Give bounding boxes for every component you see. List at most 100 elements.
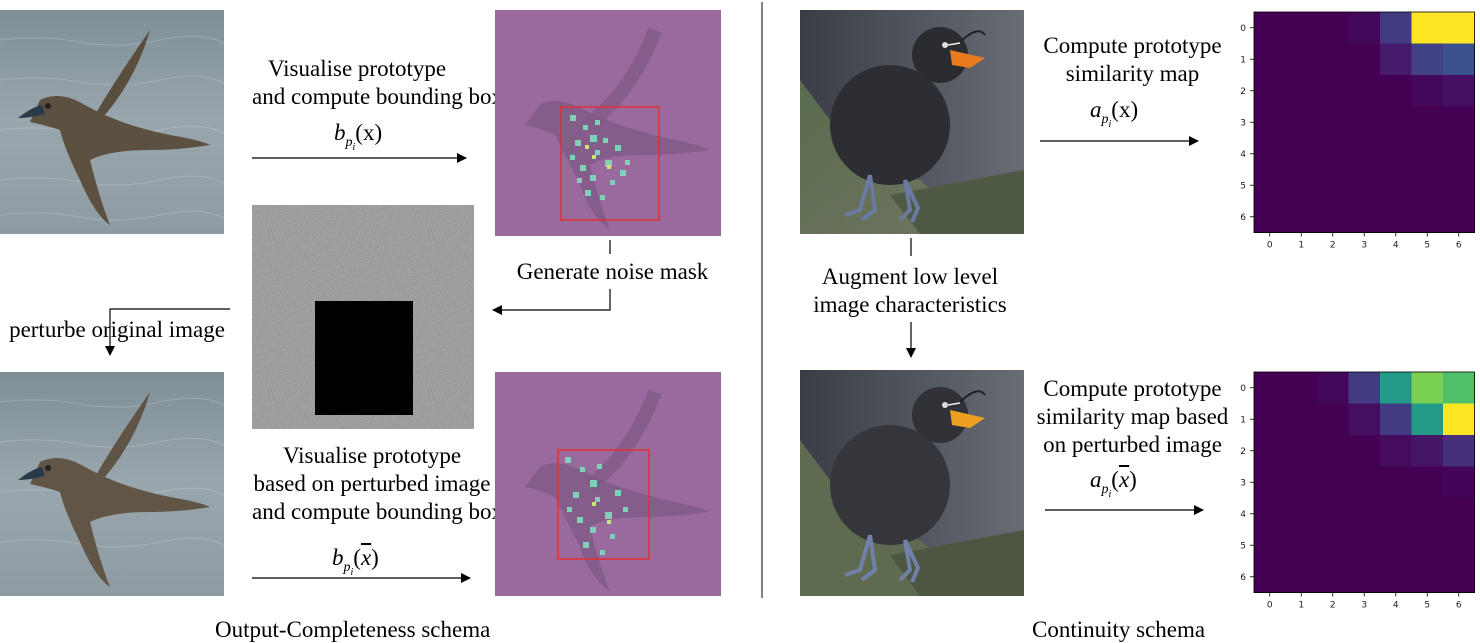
heatmap-original-cell-4-0 <box>1254 138 1286 170</box>
heatmap-original-cell-0-0 <box>1254 12 1286 44</box>
heatmap-original-cell-3-5 <box>1411 106 1444 139</box>
right-step1-label-line-1: Compute prototype <box>1043 33 1222 58</box>
heatmap-perturbed-cell-5-0 <box>1254 529 1286 562</box>
heatmap-perturbed-cell-2-2 <box>1317 435 1349 467</box>
heatmap-original-ytick-label-3: 3 <box>1240 118 1246 128</box>
heatmap-perturbed-cell-3-3 <box>1348 466 1381 499</box>
heatmap-perturbed-cell-6-1 <box>1285 561 1318 593</box>
step4-label-line-2: based on perturbed image <box>253 471 491 496</box>
heatmap-original-cell-6-4 <box>1380 201 1412 233</box>
heatmap-original-xtick-label-5: 5 <box>1424 241 1430 251</box>
heatmap-original-cell-1-4 <box>1380 43 1412 76</box>
heatmap-original-cell-4-6 <box>1443 138 1475 170</box>
prototype-visualisation-perturbed-image <box>495 372 721 596</box>
right-step2-label-line-1: Compute prototype <box>1043 376 1222 401</box>
heatmap-original-cell-3-0 <box>1254 106 1286 139</box>
heatmap-original-cell-3-1 <box>1285 106 1318 139</box>
heatmap-original-xtick-label-0: 0 <box>1267 241 1273 251</box>
heatmap-perturbed-xtick-label-1: 1 <box>1298 601 1304 611</box>
step3-label: perturbe original image <box>9 317 225 342</box>
heatmap-perturbed-cell-2-5 <box>1411 435 1444 467</box>
step4-label-line-1: Visualise prototype <box>282 443 462 468</box>
heatmap-original-cell-2-1 <box>1285 75 1318 107</box>
heatmap-perturbed-cell-6-6 <box>1443 561 1475 593</box>
heatmap-original-cell-3-3 <box>1348 106 1381 139</box>
heatmap-perturbed-cell-5-5 <box>1411 529 1444 562</box>
heatmap-original-cell-0-4 <box>1380 12 1412 44</box>
heatmap-original-cell-6-2 <box>1317 201 1349 233</box>
heatmap-original-cell-3-6 <box>1443 106 1475 139</box>
heatmap-original-cell-6-6 <box>1443 201 1475 233</box>
heatmap-perturbed-xtick-label-3: 3 <box>1361 601 1367 611</box>
heatmap-original-cell-5-0 <box>1254 169 1286 202</box>
heatmap-original-cell-4-3 <box>1348 138 1381 170</box>
heatmap-perturbed-cell-4-3 <box>1348 498 1381 530</box>
heatmap-perturbed-cell-2-6 <box>1443 435 1475 467</box>
heatmap-perturbed-cell-0-6 <box>1443 372 1475 404</box>
albatross-perturbed-image <box>0 372 225 596</box>
heatmap-perturbed-cell-5-3 <box>1348 529 1381 562</box>
heatmap-perturbed-cell-0-1 <box>1285 372 1318 404</box>
heatmap-original-cell-4-4 <box>1380 138 1412 170</box>
heatmap-original-cell-1-2 <box>1317 43 1349 76</box>
heatmap-original-cell-5-3 <box>1348 169 1381 202</box>
heatmap-perturbed-cell-3-2 <box>1317 466 1349 499</box>
heatmap-perturbed-cell-6-0 <box>1254 561 1286 593</box>
heatmap-original-cell-6-3 <box>1348 201 1381 233</box>
heatmap-perturbed-cell-0-3 <box>1348 372 1381 404</box>
step4-label-line-3: and compute bounding box <box>252 499 504 524</box>
augment-label-line-2: image characteristics <box>813 292 1007 317</box>
heatmap-original-cell-5-2 <box>1317 169 1349 202</box>
heatmap-perturbed-ytick-label-3: 3 <box>1240 478 1246 488</box>
heatmap-original-cell-2-2 <box>1317 75 1349 107</box>
heatmap-original-ytick-label-5: 5 <box>1240 181 1246 191</box>
right-step2-math-label: api(x) <box>1090 467 1137 500</box>
heatmap-original-cell-3-2 <box>1317 106 1349 139</box>
heatmap-original-cell-2-6 <box>1443 75 1475 107</box>
heatmap-perturbed-xtick-label-5: 5 <box>1424 601 1430 611</box>
right-step1-label-line-2: similarity map <box>1065 61 1200 86</box>
prototype-visualisation-image <box>495 10 721 236</box>
step1-math-label: bpi(x) <box>334 120 383 153</box>
heatmap-perturbed-cell-0-4 <box>1380 372 1412 404</box>
heatmap-original-ytick-label-4: 4 <box>1240 150 1246 160</box>
heatmap-original-cell-6-5 <box>1411 201 1444 233</box>
heatmap-original-ytick-label-2: 2 <box>1240 87 1246 97</box>
heatmap-perturbed-cell-1-3 <box>1348 403 1381 436</box>
heatmap-perturbed-ytick-label-0: 0 <box>1240 384 1246 394</box>
heatmap-perturbed-cell-0-0 <box>1254 372 1286 404</box>
right-step1-math-label: api(x) <box>1090 97 1139 130</box>
heatmap-perturbed-cell-5-2 <box>1317 529 1349 562</box>
heatmap-perturbed-cell-4-2 <box>1317 498 1349 530</box>
heatmap-perturbed-ytick-label-4: 4 <box>1240 510 1246 520</box>
step4-math-label: bpi(x) <box>332 545 379 578</box>
heatmap-original-ytick-label-6: 6 <box>1240 213 1246 223</box>
heatmap-perturbed-ytick-label-2: 2 <box>1240 447 1246 457</box>
heatmap-original-xtick-label-4: 4 <box>1393 241 1399 251</box>
noise-mask-image <box>252 205 474 429</box>
heatmap-perturbed-cell-3-5 <box>1411 466 1444 499</box>
heatmap-perturbed-cell-5-1 <box>1285 529 1318 562</box>
auklet-original-image <box>800 10 1024 234</box>
heatmap-original-cell-5-1 <box>1285 169 1318 202</box>
heatmap-original-cell-1-1 <box>1285 43 1318 76</box>
heatmap-original-cell-4-5 <box>1411 138 1444 170</box>
heatmap-original-cell-2-0 <box>1254 75 1286 107</box>
continuity-caption: Continuity schema <box>1032 617 1206 642</box>
auklet-perturbed-image <box>800 370 1024 596</box>
augment-label-line-1: Augment low level <box>821 264 999 289</box>
heatmap-original-cell-1-3 <box>1348 43 1381 76</box>
heatmap-original-cell-0-5 <box>1411 12 1444 44</box>
heatmap-perturbed-cell-4-5 <box>1411 498 1444 530</box>
heatmap-perturbed-cell-3-1 <box>1285 466 1318 499</box>
heatmap-original-cell-6-1 <box>1285 201 1318 233</box>
output-completeness-caption: Output-Completeness schema <box>215 617 491 642</box>
heatmap-original-cell-0-6 <box>1443 12 1475 44</box>
